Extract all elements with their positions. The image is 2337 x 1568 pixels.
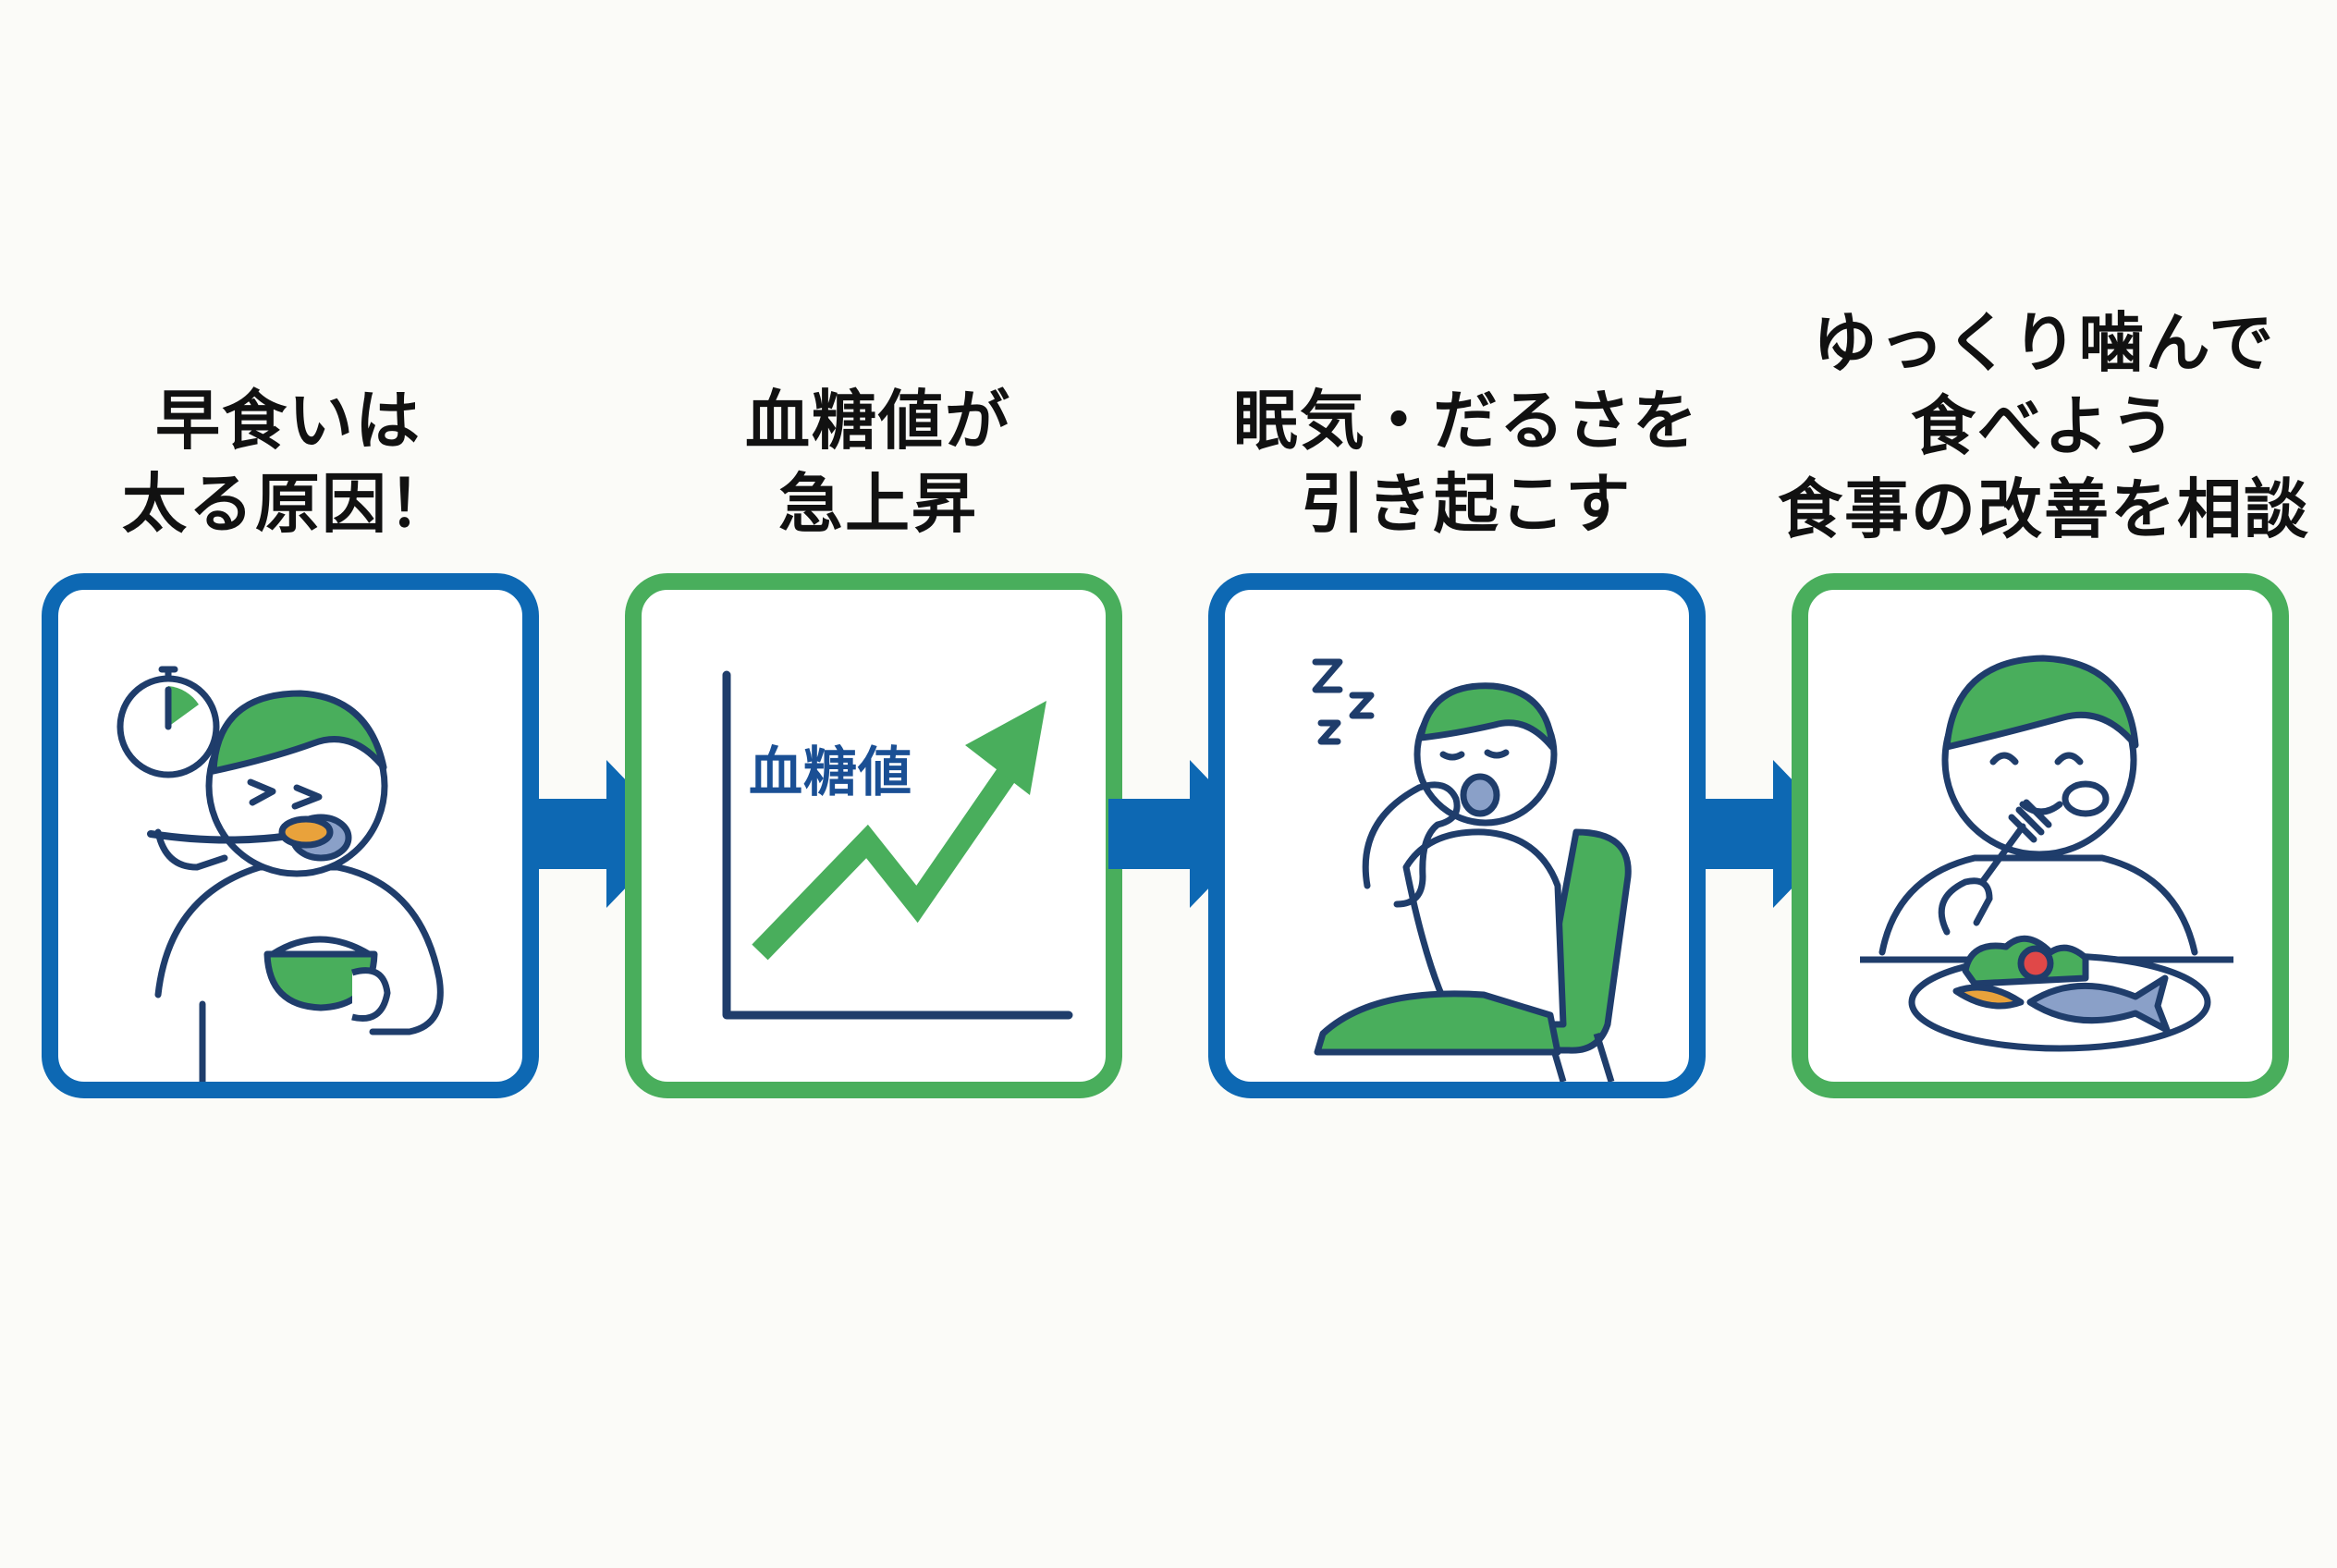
slow-eating-illustration <box>1860 655 2233 1052</box>
fork-icon <box>1938 799 2052 936</box>
step-4-caption-line-3: 食事の改善を相談 <box>1778 472 2310 547</box>
spoon-icon <box>147 830 293 844</box>
panel-slow-eating <box>1792 573 2289 1098</box>
chart-label: 血糖値 <box>749 741 913 803</box>
tomato-icon <box>2017 945 2054 982</box>
step-1-caption-line-1: 早食いは <box>155 383 422 459</box>
step-4-caption-line-1: ゆっくり噛んで <box>1812 305 2276 381</box>
panel-drowsiness <box>1208 573 1706 1098</box>
panel-blood-sugar: 血糖値 <box>625 573 1122 1098</box>
step-4-caption-line-2: 食べよう <box>1911 388 2177 464</box>
step-3-caption-line-1: 眠気・だるさを <box>1233 383 1699 459</box>
zzz-icon <box>1312 658 1375 745</box>
step-1-caption: 早食いは 太る原因！ <box>20 379 557 545</box>
chart-axes <box>722 670 1073 1020</box>
trend-arrowhead <box>965 701 1046 795</box>
step-2-caption: 血糖値が 急上昇 <box>610 379 1146 545</box>
person-eating <box>147 690 444 1082</box>
rice-bowl-icon <box>263 936 391 1022</box>
stopwatch-icon <box>116 666 220 778</box>
plate <box>1908 935 2211 1052</box>
person-yawning <box>1314 682 1567 1056</box>
fish-icon <box>2026 974 2171 1034</box>
step-3-caption: 眠気・だるさを 引き起こす <box>1198 379 1734 545</box>
step-2-caption-line-2: 急上昇 <box>778 466 978 542</box>
person-smiling <box>1878 655 2198 956</box>
trend-arrow-icon <box>752 766 1017 961</box>
panel-fast-eating <box>42 573 539 1098</box>
blood-sugar-chart <box>722 670 1073 1020</box>
fast-eating-illustration <box>116 666 444 1082</box>
step-2-caption-line-1: 血糖値が <box>745 383 1011 459</box>
step-1-caption-line-2: 太る原因！ <box>122 466 455 542</box>
step-4-caption: ゆっくり噛んで 食べよう 食事の改善を相談 <box>1771 301 2317 551</box>
drowsiness-illustration <box>1312 658 1632 1082</box>
carrot-icon <box>1952 984 2025 1010</box>
step-3-caption-line-2: 引き起こす <box>1300 466 1633 542</box>
